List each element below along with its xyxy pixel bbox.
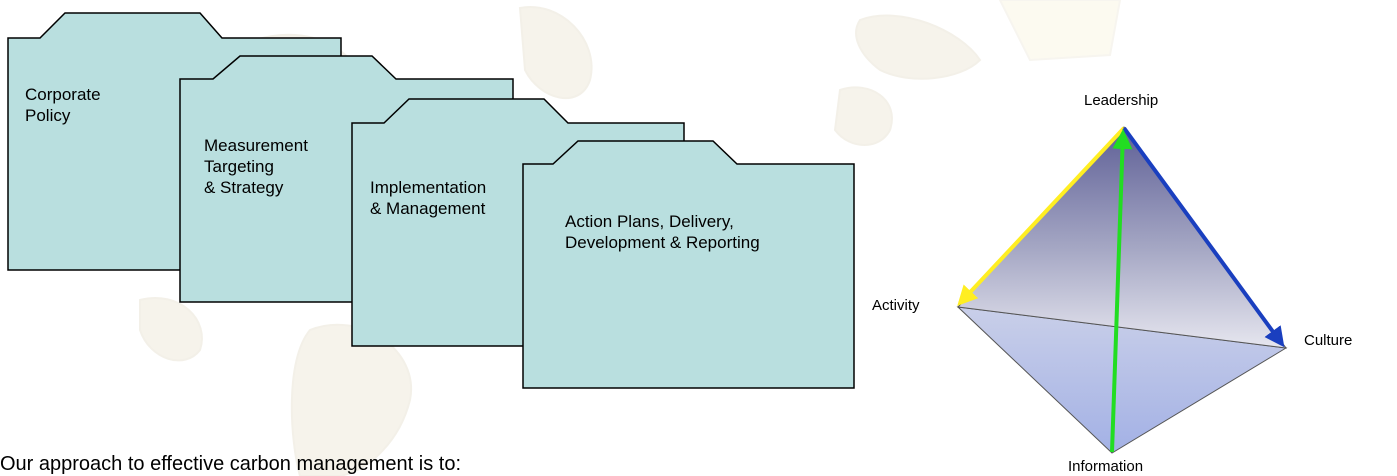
caption-text: Our approach to effective carbon managem… bbox=[0, 453, 462, 475]
folder-label-corporate-policy: Corporate Policy bbox=[25, 85, 101, 125]
folder-label-action-plans: Action Plans, Delivery, Development & Re… bbox=[565, 212, 760, 252]
vertex-label-information: Information bbox=[1068, 458, 1144, 475]
vertex-label-culture: Culture bbox=[1304, 332, 1353, 349]
arrow-leadership-to-activity bbox=[957, 126, 1126, 306]
folder-label-measurement-targeting: Measurement Targeting & Strategy bbox=[204, 136, 308, 197]
vertex-label-leadership: Leadership bbox=[1084, 92, 1159, 109]
vertex-label-activity: Activity bbox=[872, 297, 920, 314]
folder-shape bbox=[522, 140, 855, 389]
arrow-information-to-leadership bbox=[1110, 129, 1133, 453]
folder-label-implementation-management: Implementation & Management bbox=[370, 178, 487, 218]
arrow-leadership-to-culture bbox=[1122, 126, 1285, 348]
